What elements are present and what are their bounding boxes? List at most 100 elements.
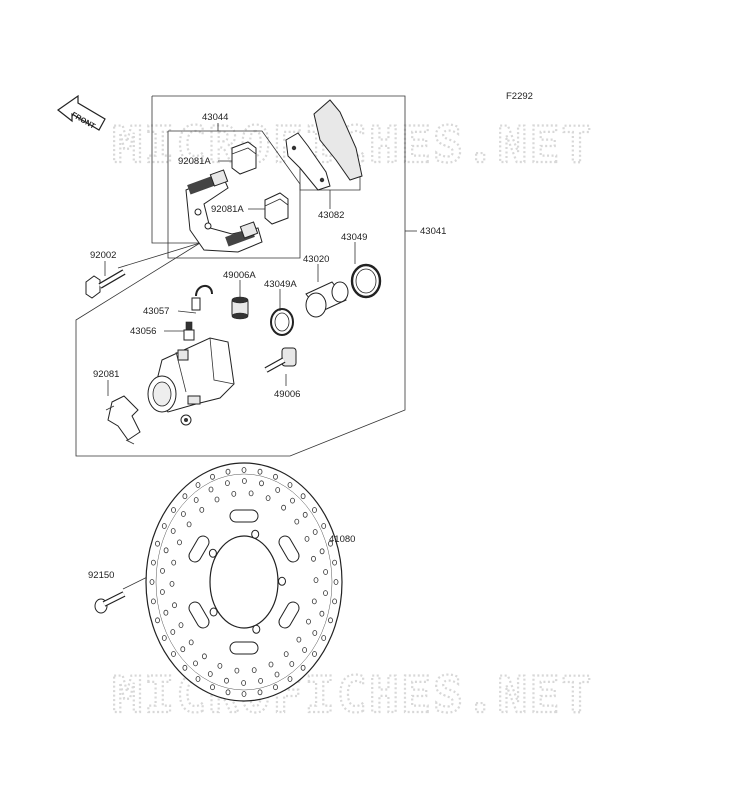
disc-hole [150, 559, 156, 566]
front-arrow-icon: FRONT [56, 94, 106, 131]
disc-hole [180, 646, 186, 653]
disc-hole [155, 617, 160, 624]
disc-hole [312, 630, 318, 636]
disc-hole [304, 536, 310, 542]
disc-slot [188, 601, 210, 629]
disc-hole [328, 617, 333, 624]
disc-hole [201, 653, 207, 660]
disc-hole [199, 506, 205, 513]
disc-slot [229, 641, 259, 655]
disc-hole [182, 664, 188, 671]
disc-hole [208, 486, 214, 493]
disc-hole [290, 497, 295, 504]
disc-hole [171, 651, 176, 657]
disc-hole [332, 559, 338, 566]
brake-disc-41080 [145, 462, 343, 702]
disc-hole [268, 661, 274, 668]
disc-hole [312, 529, 318, 535]
disc-hole [251, 667, 257, 673]
disc-hole [163, 547, 169, 554]
disc-hole [188, 639, 194, 646]
disc-hole [287, 676, 293, 682]
disc-hole [231, 490, 237, 497]
label-92081A-top: 92081A [178, 156, 211, 167]
disc-hole [225, 468, 231, 475]
disc-hole [225, 689, 231, 696]
caliper-bracket [185, 169, 263, 253]
caliper-body [147, 337, 235, 426]
disc-hole [300, 493, 306, 500]
disc-hole [149, 579, 155, 585]
disc-hole [274, 671, 280, 678]
disc-hole [186, 521, 192, 528]
disc-hole [275, 487, 281, 493]
label-43044: 43044 [202, 112, 228, 123]
disc-hole [312, 507, 317, 513]
label-92081A-mid: 92081A [211, 204, 244, 215]
disc-hole [217, 663, 223, 669]
disc-hole [241, 691, 247, 697]
disc-hole [171, 507, 176, 513]
bolt-92002 [85, 269, 126, 299]
disc-hole [210, 473, 215, 480]
disc-hole [323, 569, 329, 575]
disc-hole [234, 667, 240, 674]
disc-hole [170, 528, 176, 534]
disc-hole [306, 618, 311, 625]
bracket-outline [167, 130, 301, 259]
disc-hole [287, 482, 293, 488]
label-43049: 43049 [341, 232, 367, 243]
hub-hole [209, 607, 218, 617]
disc-hole [332, 598, 338, 605]
disc-hole [172, 602, 177, 609]
disc-hole [241, 467, 247, 473]
bleeder-cap-43057 [191, 285, 213, 311]
label-92002: 92002 [90, 250, 116, 261]
label-43020: 43020 [303, 254, 329, 265]
hub-hole [252, 624, 261, 634]
disc-hole [241, 478, 247, 484]
disc-hole [180, 511, 186, 517]
disc-hole [319, 548, 325, 555]
hub-hole [251, 529, 260, 539]
disc-hole [273, 473, 278, 480]
disc-hole [300, 664, 306, 671]
disc-hole [311, 555, 316, 562]
disc-hole [177, 539, 182, 546]
disc-hole [321, 523, 327, 529]
figure-code: F2292 [506, 91, 533, 102]
disc-hole [150, 598, 156, 605]
disc-hole [248, 490, 254, 497]
pad-spring-92081A-mid [264, 192, 289, 225]
disc-hole [257, 468, 263, 475]
label-49006: 49006 [274, 389, 300, 400]
disc-hole [294, 518, 300, 525]
disc-hole [283, 651, 289, 657]
disc-hole [171, 559, 177, 566]
disc-hole [214, 496, 220, 503]
disc-hole [207, 671, 213, 677]
label-92081: 92081 [93, 369, 119, 380]
pad-spring-92081A-top [231, 141, 257, 175]
disc-hole [160, 568, 165, 574]
bolt-92150 [94, 591, 126, 614]
hub-hole [278, 576, 286, 586]
disc-hole [312, 651, 317, 657]
label-41080: 41080 [329, 534, 355, 545]
disc-hole [195, 482, 201, 488]
disc-hole [313, 577, 319, 583]
disc-hole [289, 661, 295, 667]
disc-slots [188, 509, 300, 655]
label-92150: 92150 [88, 570, 114, 581]
disc-hole [161, 523, 167, 529]
disc-hole [265, 495, 271, 502]
disc-hole [163, 609, 169, 616]
disc-hole [182, 493, 188, 500]
disc-hole [195, 676, 201, 682]
pad-spring-92081 [105, 395, 141, 445]
disc-hole [170, 629, 176, 635]
disc-hole [241, 680, 247, 686]
disc-hole [210, 684, 215, 691]
